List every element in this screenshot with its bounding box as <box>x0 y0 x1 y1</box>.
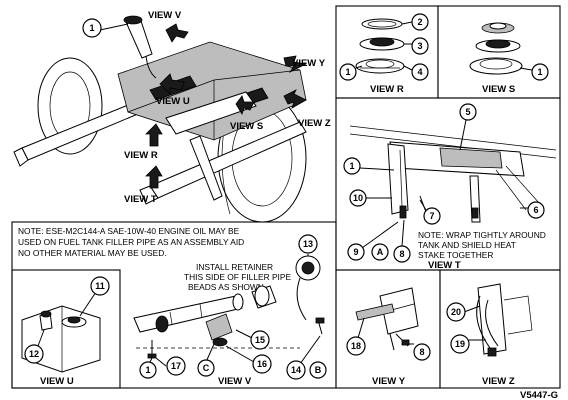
view-y-callouts: 18 8 <box>346 317 431 361</box>
label-view-y: VIEW Y <box>372 376 406 387</box>
view-v-drawing <box>133 255 325 359</box>
svg-text:6: 6 <box>533 205 538 215</box>
svg-text:20: 20 <box>451 307 461 317</box>
view-z-callouts: 20 19 <box>446 302 486 354</box>
svg-text:4: 4 <box>417 67 422 77</box>
label-view-t: VIEW T <box>428 260 461 271</box>
svg-text:9: 9 <box>353 247 358 257</box>
svg-text:1: 1 <box>349 161 354 171</box>
retainer <box>205 313 233 341</box>
note-retainer-line-1: INSTALL RETAINER <box>196 262 273 272</box>
bracket-y <box>379 287 419 335</box>
view-v-callouts: 13 15 16 14 B 1 17 C <box>139 234 327 380</box>
main-chassis-drawing <box>13 15 307 223</box>
label-view-v-top: VIEW V <box>148 10 182 21</box>
svg-text:18: 18 <box>351 341 361 351</box>
svg-text:14: 14 <box>291 365 301 375</box>
svg-text:12: 12 <box>29 349 39 359</box>
view-r-drawing <box>355 18 405 74</box>
view-r-callouts: 2 3 4 1 <box>339 13 429 81</box>
arrow-view-z <box>283 89 307 109</box>
view-s-drawing <box>469 22 523 75</box>
label-view-r-top: VIEW R <box>124 150 158 161</box>
note-oil-line-1: NOTE: ESE-M2C144-A SAE-10W-40 ENGINE OIL… <box>18 226 240 236</box>
svg-text:11: 11 <box>95 281 105 291</box>
label-view-s-top: VIEW S <box>230 121 263 132</box>
view-y-drawing <box>355 287 419 351</box>
view-z-frame <box>439 269 561 389</box>
heat-shield <box>165 91 257 135</box>
view-z-drawing <box>476 283 533 357</box>
svg-text:A: A <box>377 247 384 257</box>
callout-1-view-s: 1 <box>519 63 549 81</box>
label-view-r: VIEW R <box>370 84 404 95</box>
label-view-y-top: VIEW Y <box>292 58 326 69</box>
note-retainer-line-2: THIS SIDE OF FILLER PIPE <box>184 272 291 282</box>
svg-text:19: 19 <box>455 339 465 349</box>
svg-text:7: 7 <box>429 211 434 221</box>
svg-text:13: 13 <box>303 239 313 249</box>
svg-text:1: 1 <box>145 365 150 375</box>
strap-bracket <box>387 143 409 215</box>
strap-bracket-z <box>477 283 507 355</box>
svg-text:B: B <box>315 365 322 375</box>
label-view-s: VIEW S <box>482 84 515 95</box>
label-view-u-top: VIEW U <box>156 96 190 107</box>
arrow-view-u <box>159 73 185 95</box>
figure-code: V5447-G <box>520 390 558 400</box>
note-wrap-line-2: TANK AND SHIELD HEAT <box>418 240 516 250</box>
label-view-v: VIEW V <box>218 376 252 387</box>
svg-text:10: 10 <box>353 193 363 203</box>
svg-text:C: C <box>203 363 210 373</box>
arrow-view-y <box>283 55 308 74</box>
note-oil-line-3: NO OTHER MATERIAL MAY BE USED. <box>18 248 167 258</box>
crossmember <box>189 135 223 201</box>
view-u-frame <box>11 269 121 389</box>
view-arrows <box>145 23 308 189</box>
view-u-callouts: 11 12 <box>24 276 110 364</box>
note-oil-line-2: USED ON FUEL TANK FILLER PIPE AS AN ASSE… <box>18 237 244 247</box>
arrow-view-r <box>145 123 163 147</box>
svg-text:8: 8 <box>419 347 424 357</box>
callout-1-main: 1 <box>82 18 129 38</box>
arrow-view-t <box>145 165 163 189</box>
view-t-drawing <box>349 125 557 223</box>
label-view-u: VIEW U <box>40 376 74 387</box>
svg-text:17: 17 <box>171 361 181 371</box>
note-wrap-line-3: STAKE TOGETHER <box>418 250 493 260</box>
svg-text:16: 16 <box>257 359 267 369</box>
svg-text:1: 1 <box>537 67 542 77</box>
svg-text:1: 1 <box>345 67 350 77</box>
view-t-callouts: 5 1 10 7 6 9 A 8 <box>343 103 545 263</box>
svg-text:3: 3 <box>417 41 422 51</box>
svg-text:15: 15 <box>255 335 265 345</box>
panel-frames <box>11 5 561 389</box>
note-wrap-line-1: NOTE: WRAP TIGHTLY AROUND <box>418 230 546 240</box>
arrow-view-v <box>165 23 189 43</box>
main-view-labels: VIEW V VIEW Y VIEW Z VIEW U VIEW S VIEW … <box>124 10 331 205</box>
svg-text:1: 1 <box>89 23 94 33</box>
label-view-z: VIEW Z <box>482 376 515 387</box>
svg-text:5: 5 <box>465 107 470 117</box>
note-retainer-line-3: BEADS AS SHOWN <box>188 282 264 292</box>
svg-text:8: 8 <box>399 249 404 259</box>
label-view-t-top: VIEW T <box>124 194 157 205</box>
svg-text:2: 2 <box>417 17 422 27</box>
arrow-view-s <box>235 95 255 115</box>
label-view-z-top: VIEW Z <box>298 118 331 129</box>
